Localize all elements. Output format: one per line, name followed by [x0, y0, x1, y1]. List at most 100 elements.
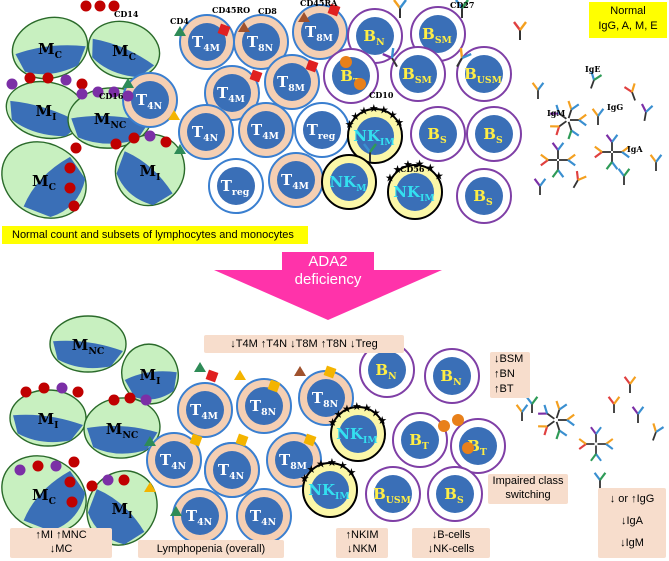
lymphocyte-nucleus — [475, 115, 513, 153]
cd-marker-square — [267, 379, 281, 393]
monocyte-nucleus — [92, 38, 155, 78]
antibody-icon — [515, 404, 529, 422]
top-cell-busm1: BUSM — [456, 46, 512, 102]
surface-marker-dot — [64, 476, 76, 488]
cell-label: Treg — [221, 177, 250, 198]
lymphocyte-nucleus — [307, 379, 345, 417]
normal-ig-line2: IgG, A, M, E — [598, 20, 658, 32]
lymphocyte-nucleus — [399, 55, 437, 93]
surface-marker-dot — [56, 382, 68, 394]
surface-marker-dot — [124, 392, 136, 404]
surface-marker-dot — [64, 182, 76, 194]
antibody-icon — [525, 396, 539, 414]
nk-star-marker: ★ — [347, 466, 357, 479]
surface-marker-dot — [86, 480, 98, 492]
cell-label: NKIM — [336, 425, 377, 446]
cell-label: MI — [112, 500, 133, 521]
antibody-icon — [631, 406, 645, 424]
nk-star-marker: ★ — [371, 406, 381, 419]
cell-label: MC — [112, 42, 136, 63]
cell-label: T4M — [251, 121, 279, 142]
top-cell-treg2: Treg — [208, 158, 264, 214]
class-switch-line1: Impaired class — [492, 475, 564, 487]
cd-marker-square — [249, 69, 263, 83]
cell-label: T4M — [192, 33, 220, 54]
lymphocyte-nucleus — [401, 421, 439, 459]
cd-marker-square — [327, 3, 341, 17]
bottom-cell-bt4n5: T4N — [236, 488, 292, 544]
nk-star-marker: ★ — [334, 408, 344, 421]
antibody-icon — [455, 0, 469, 18]
antibody-icon — [578, 438, 595, 450]
cell-label: T4N — [160, 451, 187, 472]
cell-label: MI — [140, 162, 161, 183]
lymphocyte-nucleus — [131, 81, 169, 119]
lymphocyte-nucleus — [311, 471, 349, 509]
nk-star-marker: ★ — [352, 400, 362, 413]
surface-marker-dot — [108, 0, 120, 12]
surface-marker-dot — [70, 142, 82, 154]
cell-label: MNC — [94, 110, 127, 131]
nk-star-marker: ★ — [377, 414, 387, 427]
cell-label: BUSM — [464, 65, 502, 86]
cd-marker-square — [189, 433, 203, 447]
ig-change-igm: ↓IgM — [620, 537, 644, 549]
cell-label: T4M — [217, 84, 245, 105]
cell-count-b: ↓B-cells — [431, 529, 471, 541]
nk-star-marker: ★ — [359, 104, 369, 117]
top-cell-mi2: MI — [114, 133, 186, 207]
monocyte-nucleus — [116, 151, 173, 206]
bottom-cell-bbt2: BT — [450, 418, 506, 474]
mono-changes-box: ↑MI ↑MNC ↓MC — [10, 528, 112, 558]
cell-label: MI — [140, 366, 161, 387]
surface-marker-dot — [72, 386, 84, 398]
top-cell-mi1: MI — [5, 80, 87, 140]
lymphocyte-nucleus — [155, 441, 193, 479]
surface-marker-dot — [108, 86, 120, 98]
surface-marker-dot — [50, 460, 62, 472]
cell-count-box: ↓B-cells ↓NK-cells — [412, 528, 490, 558]
marker-label-cd14: CD14 — [114, 9, 139, 19]
marker-label-igg: IgG — [607, 102, 623, 112]
nk-star-marker: ★ — [385, 172, 395, 185]
cell-label: MNC — [72, 336, 105, 357]
lymphocyte-nucleus — [356, 17, 394, 55]
cell-label: NKIM — [393, 183, 434, 204]
cd-marker-triangle — [194, 362, 206, 372]
nk-star-marker: ★ — [327, 456, 337, 469]
surface-marker-dot — [32, 460, 44, 472]
top-cell-mc2: MC — [87, 20, 161, 80]
cell-label: BSM — [422, 25, 452, 46]
cd-marker-triangle — [298, 12, 310, 22]
nk-change-1: ↑NKIM — [345, 529, 379, 541]
class-switch-box: Impaired class switching — [488, 474, 568, 504]
top-cell-bs3: BS — [456, 168, 512, 224]
cell-label: BS — [483, 125, 503, 146]
surface-marker-dot — [108, 394, 120, 406]
antibody-icon — [617, 168, 631, 186]
nk-star-marker: ★ — [306, 463, 316, 476]
surface-marker-dot — [80, 0, 92, 12]
top-cell-mc1: MC — [11, 16, 89, 80]
normal-count-caption: Normal count and subsets of lymphocytes … — [2, 226, 308, 244]
marker-label-cd45ro: CD45RO — [212, 5, 250, 15]
cd-marker-triangle — [144, 482, 156, 492]
nk-star-marker: ★ — [394, 116, 404, 129]
surface-marker-dot — [20, 386, 32, 398]
cell-label: T4N — [192, 123, 219, 144]
cell-label: MC — [32, 486, 56, 507]
surface-marker-dot — [140, 394, 152, 406]
bottom-cell-bt4n4: T4N — [204, 442, 260, 498]
antibody-icon — [550, 120, 567, 136]
nk-star-marker: ★ — [425, 161, 435, 174]
antibody-icon — [555, 421, 568, 440]
lymphocyte-nucleus — [339, 415, 377, 453]
antibody-icon — [597, 438, 614, 450]
bottom-cell-bmnc2: MNC — [83, 397, 161, 459]
cell-label: MI — [38, 410, 59, 431]
marker-label-cd10: CD10 — [369, 90, 394, 100]
nk-star-marker: ★ — [338, 459, 348, 472]
top-cell-nkim2: NKIM — [387, 164, 443, 220]
ig-change-igg: ↓ or ↑IgG — [609, 493, 655, 505]
